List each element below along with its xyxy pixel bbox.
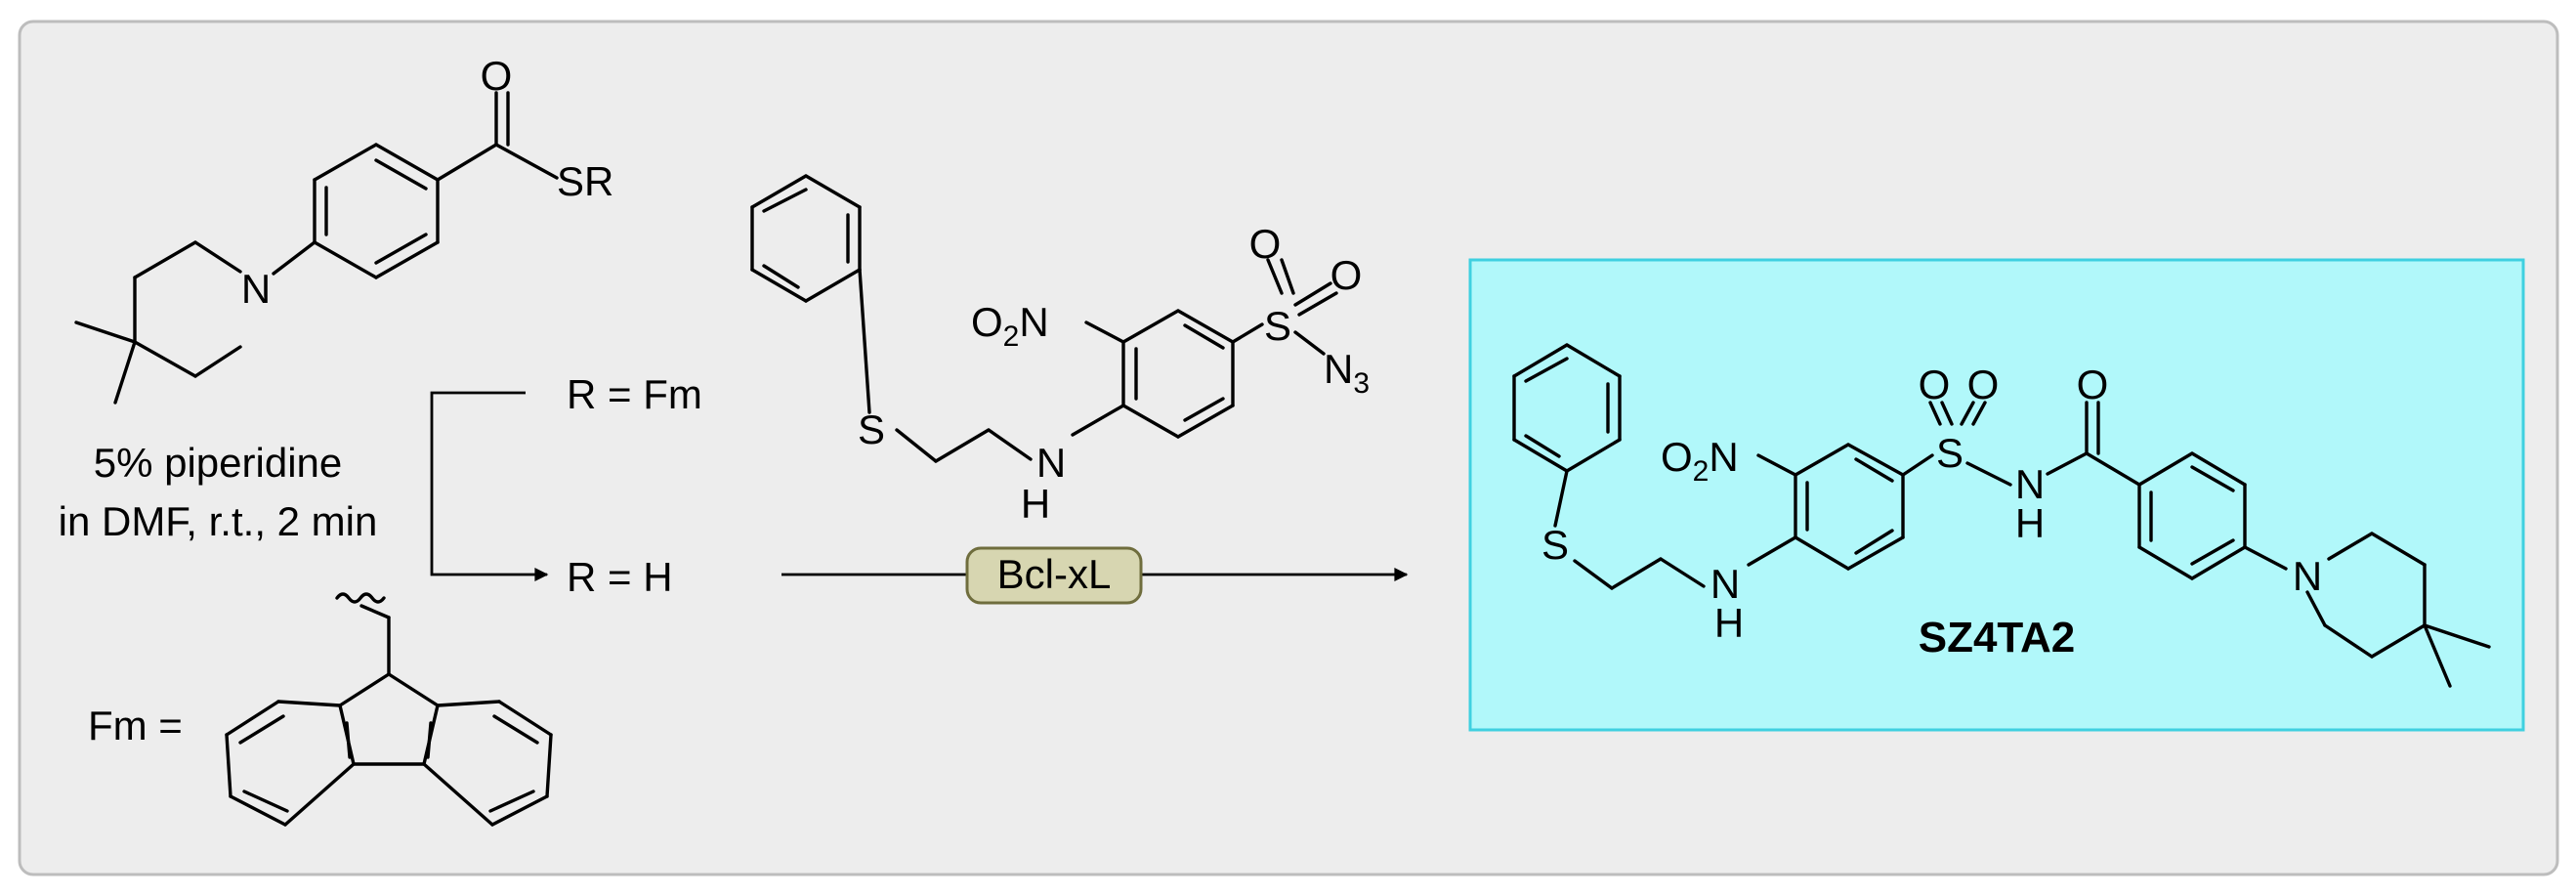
deprotection-bracket xyxy=(430,391,549,581)
azide-sulfonyl-s-atom: S xyxy=(1264,303,1291,349)
enzyme-template-badge: Bcl-xL xyxy=(965,546,1143,605)
r-equals-fm-label: R = Fm xyxy=(567,371,702,417)
product-amine-n-atom: N xyxy=(1710,561,1740,607)
thioester-structure: O SR N xyxy=(74,53,613,405)
thioester-o-atom: O xyxy=(481,53,513,99)
enzyme-label: Bcl-xL xyxy=(997,551,1112,597)
product-sulfonyl-s-atom: S xyxy=(1936,430,1964,476)
product-structure: S N H O2N S O O N H O N SZ4TA2 xyxy=(1512,343,2491,688)
fluorenylmethyl-structure xyxy=(225,592,553,827)
product-thioether-s-atom: S xyxy=(1541,522,1569,568)
product-piperidine-n-atom: N xyxy=(2293,553,2322,599)
product-amide-n-atom: N xyxy=(2015,461,2045,507)
product-nitro-group: O2N xyxy=(1661,434,1739,488)
product-box xyxy=(1468,258,2525,732)
product-name: SZ4TA2 xyxy=(1919,614,2076,661)
azide-amine-n-atom: N xyxy=(1036,440,1066,486)
product-amide-o-atom: O xyxy=(2077,362,2109,407)
conditions-line-2: in DMF, r.t., 2 min xyxy=(59,498,378,544)
product-sulfonyl-o-atom-1: O xyxy=(1919,362,1951,407)
azide-n3-group: N3 xyxy=(1324,346,1370,400)
sulfonyl-azide-structure: S N H O2N S O O N3 xyxy=(750,174,1370,527)
azide-sulfonyl-o-atom-2: O xyxy=(1330,252,1363,298)
azide-thioether-s-atom: S xyxy=(858,406,885,452)
azide-sulfonyl-o-atom-1: O xyxy=(1249,221,1282,267)
r-equals-h-label: R = H xyxy=(567,554,673,600)
azide-amine-h-atom: H xyxy=(1021,481,1050,527)
azide-nitro-group: O2N xyxy=(971,299,1049,353)
fm-definition-label: Fm = xyxy=(88,703,183,748)
product-amine-h-atom: H xyxy=(1714,600,1744,646)
conditions-line-1: 5% piperidine xyxy=(94,440,343,486)
thioester-n-atom: N xyxy=(241,266,271,312)
thioester-sr-label: SR xyxy=(557,158,613,204)
product-amide-h-atom: H xyxy=(2015,500,2045,546)
product-sulfonyl-o-atom-2: O xyxy=(1967,362,2000,407)
